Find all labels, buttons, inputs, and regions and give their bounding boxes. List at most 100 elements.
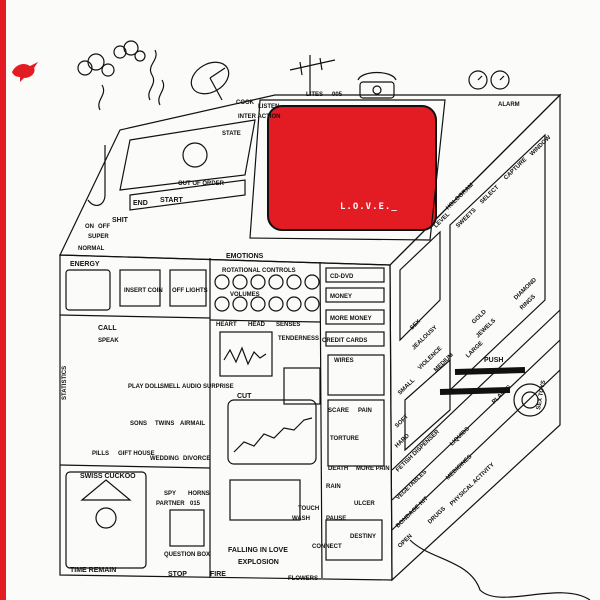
- label-death: DEATH: [328, 466, 348, 472]
- label-flowers: FLOWERS: [288, 576, 318, 582]
- label-sex-toys: SEX TOYS: [536, 380, 547, 410]
- label-end: END: [133, 200, 148, 207]
- label-hologram: HOLOGRAM: [445, 182, 475, 211]
- label-gift-house: GIFT HOUSE: [118, 451, 155, 457]
- state-dial: [182, 142, 208, 168]
- label-rain: RAIN: [326, 484, 341, 490]
- label-fire: FIRE: [210, 571, 226, 578]
- love-screen: [267, 105, 437, 231]
- label-start: START: [160, 197, 184, 204]
- rotational-controls-knobs: [214, 274, 320, 312]
- label-rotational-controls: ROTATIONAL CONTROLS: [222, 268, 296, 274]
- label-partner: PARTNER: [156, 501, 185, 507]
- label-airmail: AIRMAIL: [180, 421, 205, 427]
- label-medicines: MEDICINES: [445, 454, 473, 481]
- question-mark-icon: [169, 509, 205, 547]
- label-on: ON: [85, 224, 94, 230]
- cuckoo-clock-icon: [65, 471, 147, 569]
- label-swiss-cuckoo: SWISS CUCKOO: [80, 473, 136, 480]
- label-money: MONEY: [330, 294, 352, 300]
- label-spy: SPY: [164, 491, 176, 497]
- label-sweets: SWEETS: [455, 208, 477, 230]
- label-super: SUPER: [88, 234, 109, 240]
- label-scare: SCARE: [328, 408, 349, 414]
- cut-monitor: [227, 399, 317, 465]
- label-divorce: DIVORCE: [183, 456, 210, 462]
- label-interaction: INTER ACTION: [238, 114, 280, 120]
- label-soft: SOFT: [394, 414, 410, 430]
- label-lites: LITES: [306, 92, 323, 98]
- label-off-lights: OFF LIGHTS: [172, 288, 208, 294]
- label-connect: CONNECT: [312, 544, 342, 550]
- screen-text: L.O.V.E._: [340, 202, 398, 212]
- label-fetish-dispenser: FETISH DISPENSER: [395, 429, 441, 474]
- exhaust-pipe: [87, 145, 106, 207]
- label-pills: PILLS: [92, 451, 109, 457]
- label-partner-num: 015: [190, 501, 201, 507]
- front-panel-grid: [59, 258, 385, 579]
- bird-logo-icon: [12, 62, 38, 82]
- label-senses: SENSES: [276, 322, 300, 328]
- label-more-pain: MORE PAIN: [356, 466, 390, 472]
- smoke-clouds: [77, 40, 165, 111]
- label-wash: WASH: [292, 516, 310, 522]
- red-edge-stripe: [0, 0, 6, 600]
- label-cut: CUT: [237, 393, 252, 400]
- label-stop: STOP: [168, 571, 187, 578]
- label-destiny: DESTINY: [350, 534, 376, 540]
- label-capture: CAPTURE: [503, 157, 528, 181]
- label-play-doll: PLAY DOLL: [128, 384, 162, 390]
- label-touch: TOUCH: [298, 506, 319, 512]
- label-speak: SPEAK: [98, 338, 119, 344]
- label-state: STATE: [222, 131, 241, 137]
- end-start-panel: [129, 179, 246, 211]
- label-small: SMALL: [397, 378, 416, 397]
- label-pause: PAUSE: [326, 516, 346, 522]
- label-off: OFF: [98, 224, 110, 230]
- telephone-icon: [357, 71, 397, 99]
- label-alarm: ALARM: [498, 102, 520, 108]
- state-panel: [119, 119, 256, 191]
- label-sons: SONS: [130, 421, 147, 427]
- label-more-money: MORE MONEY: [330, 316, 372, 322]
- label-wires: WIRES: [334, 358, 354, 364]
- label-emotions: EMOTIONS: [226, 253, 264, 260]
- label-normal: NORMAL: [78, 246, 105, 252]
- label-head: HEAD: [248, 322, 266, 328]
- power-cable: [409, 539, 591, 600]
- label-credit-cards: CREDIT CARDS: [322, 338, 367, 344]
- label-push: PUSH: [484, 357, 503, 364]
- label-cd-dvd: CD-DVD: [330, 274, 354, 280]
- label-horns: HORNS: [188, 491, 210, 497]
- label-large: LARGE: [465, 341, 484, 360]
- label-wedding: WEDDING: [150, 456, 179, 462]
- right-panel-grid: [391, 133, 561, 531]
- label-time-remain: TIME REMAIN: [70, 567, 116, 574]
- label-lites-num: 005: [332, 92, 343, 98]
- label-twins: TWINS: [155, 421, 174, 427]
- label-torture: TORTURE: [330, 436, 359, 442]
- screen-bezel: [249, 99, 446, 241]
- label-tenderness: TENDERNESS: [278, 336, 319, 342]
- label-statistics: STATISTICS: [62, 366, 68, 400]
- label-call: CALL: [98, 325, 117, 332]
- label-cook: COOK: [236, 100, 255, 106]
- antenna-icon: [289, 55, 336, 95]
- label-smell: SMELL: [160, 384, 181, 390]
- label-audio-surprise: AUDIO SURPRISE: [182, 384, 234, 390]
- label-shit: SHIT: [112, 217, 129, 224]
- satellite-dish-icon: [190, 61, 230, 101]
- label-question-box: QUESTION BOX: [164, 552, 210, 558]
- label-energy: ENERGY: [70, 261, 100, 268]
- label-gold: GOLD: [471, 309, 488, 326]
- label-heart: HEART: [216, 322, 237, 328]
- label-bondage-kit: BONDAGE KIT: [395, 496, 430, 530]
- label-volumes: VOLUMES: [230, 292, 260, 298]
- label-liquids: LIQUIDS: [449, 426, 471, 447]
- machine-right-face: [389, 93, 561, 582]
- label-listen: LISTEN: [258, 104, 279, 110]
- label-pain: PAIN: [358, 408, 372, 414]
- label-insert-coin: INSERT COIN: [124, 288, 163, 294]
